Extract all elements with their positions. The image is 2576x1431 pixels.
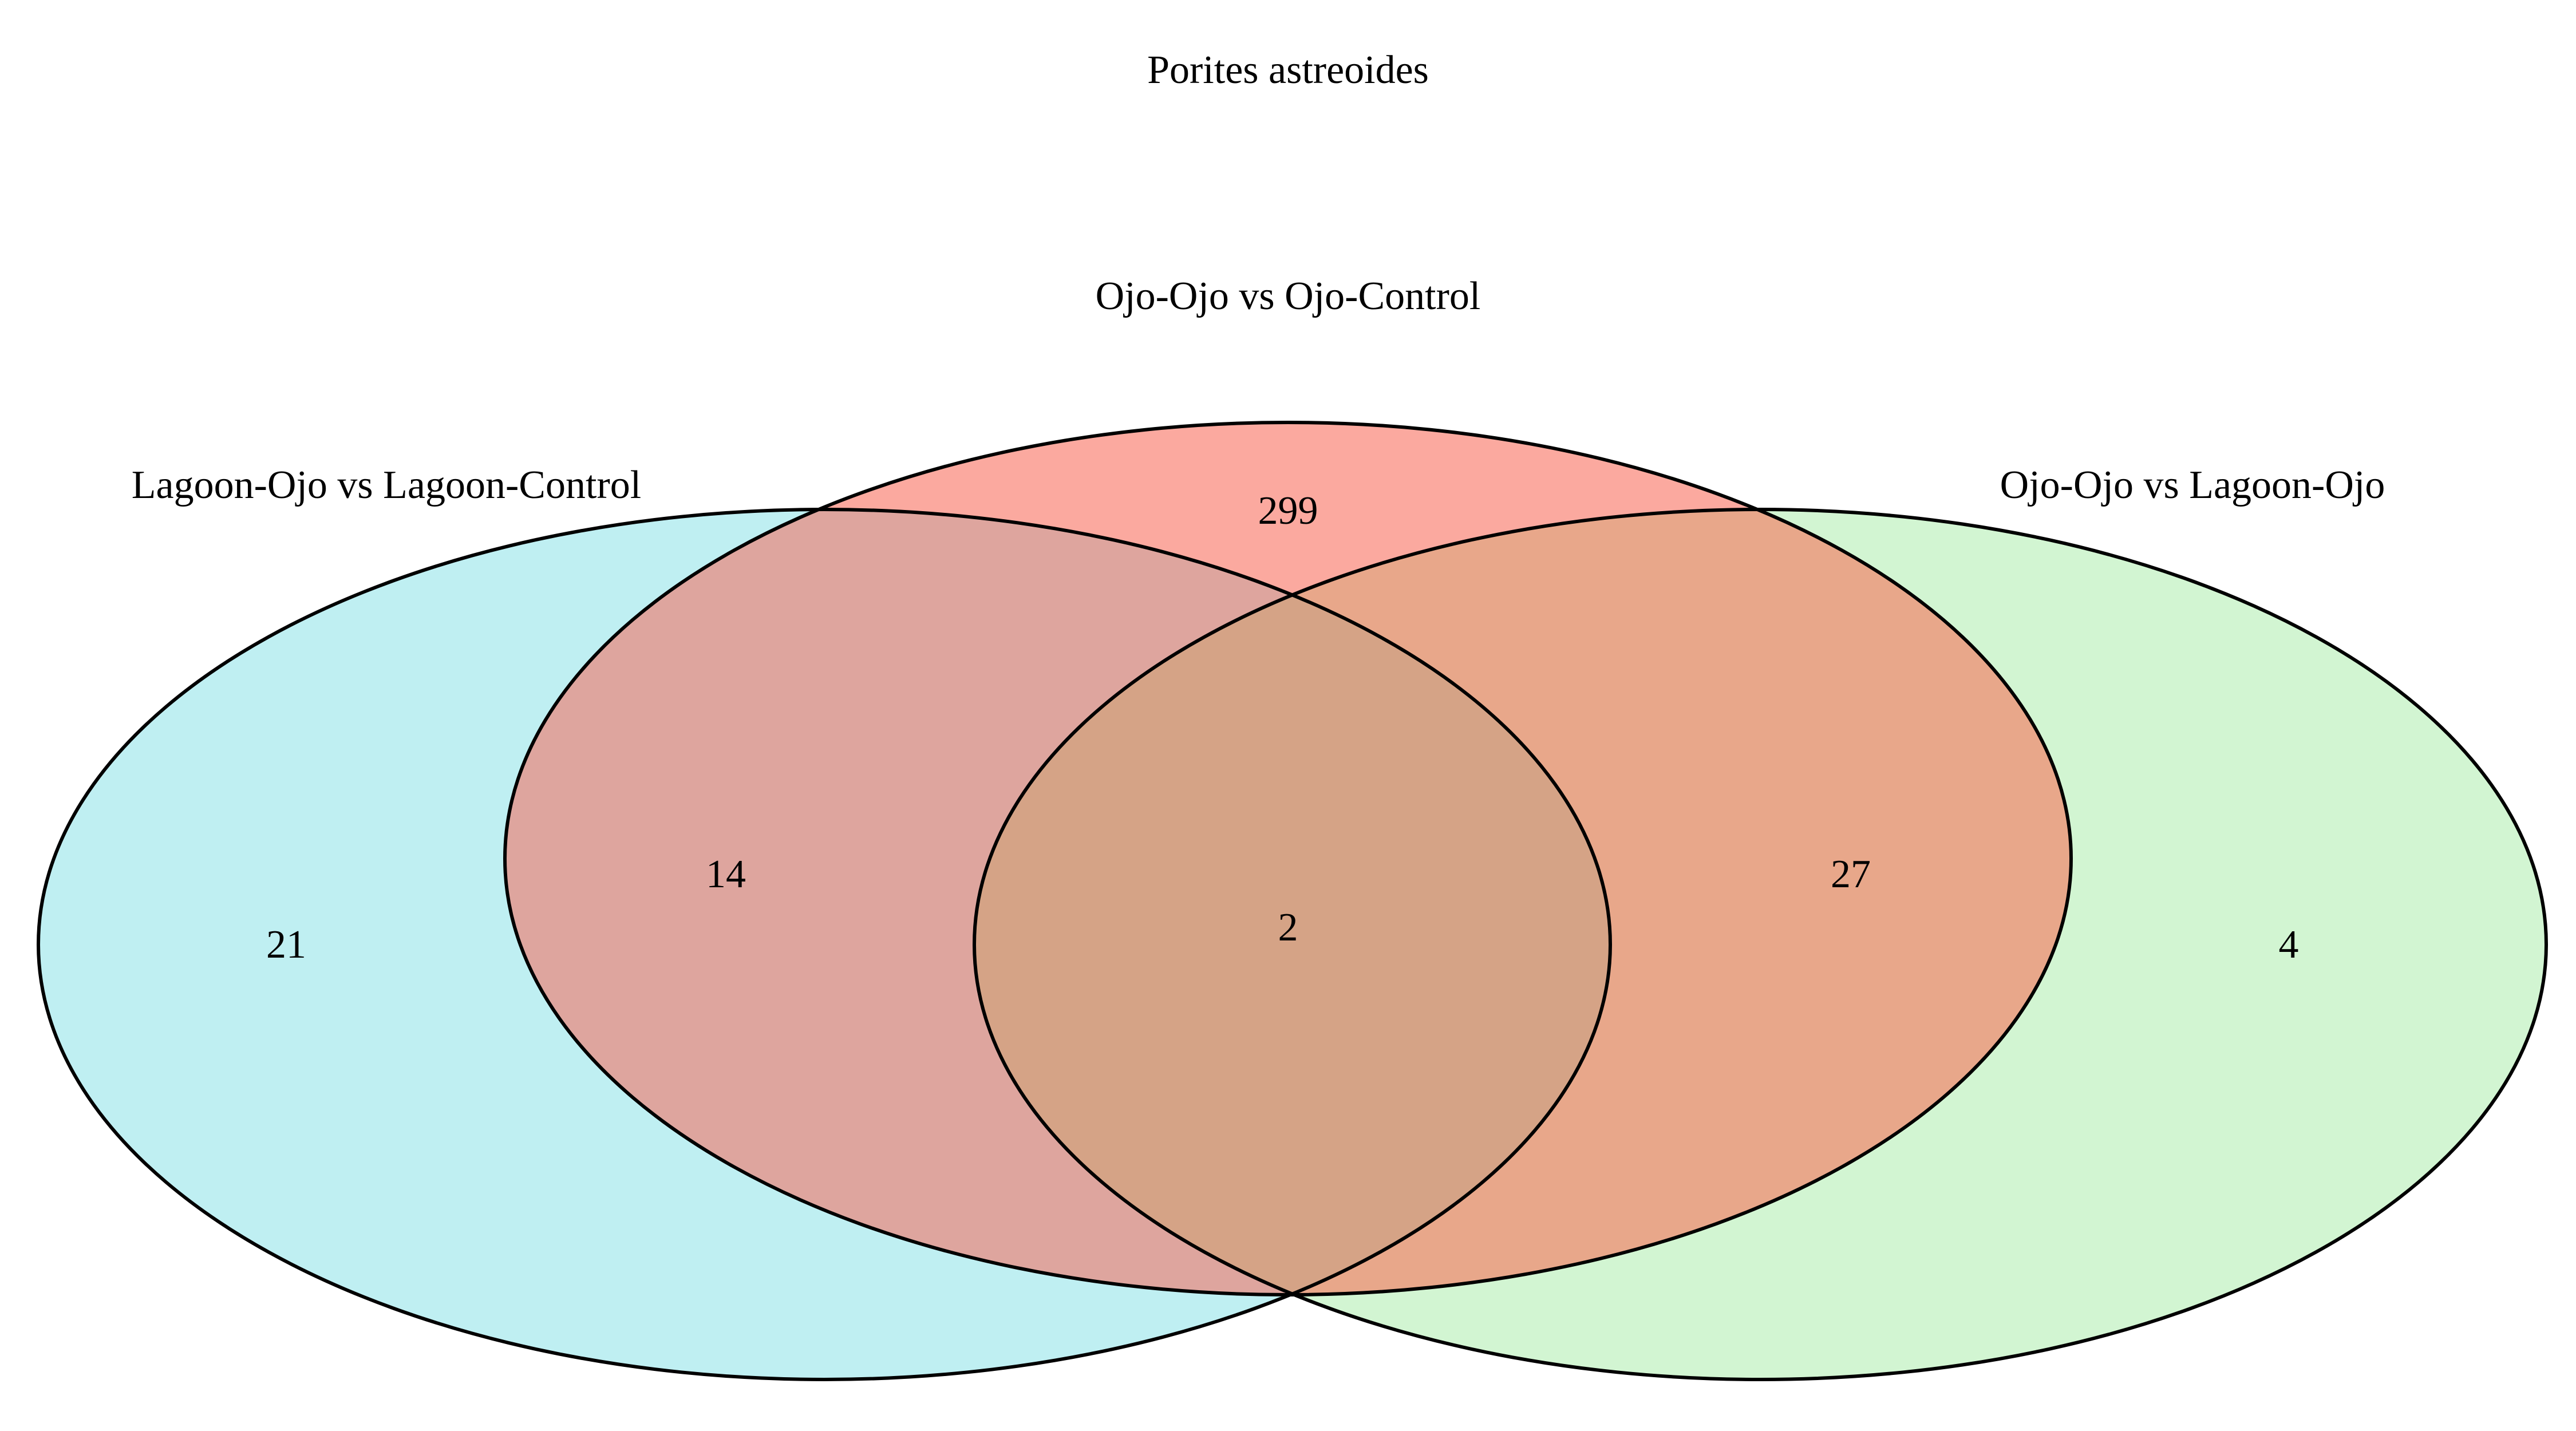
overlap-fill-all-three: [974, 509, 1610, 1295]
count-all-three: 2: [1278, 906, 1298, 950]
count-ojo-control-and-lagoon-ojo: 27: [1831, 852, 1871, 896]
set-outline-lagoon-ojo: [973, 508, 2548, 1381]
count-ojo-control-only: 299: [1258, 489, 1318, 533]
set-label-ojo-control: Ojo-Ojo vs Ojo-Control: [1096, 274, 1481, 318]
count-lagoon-only: 21: [266, 923, 306, 967]
set-label-lagoon: Lagoon-Ojo vs Lagoon-Control: [132, 463, 641, 507]
set-label-lagoon-ojo: Ojo-Ojo vs Lagoon-Ojo: [2000, 463, 2385, 507]
diagram-title: Porites astreoides: [1147, 48, 1429, 92]
count-lagoon-and-ojo-control: 14: [706, 852, 746, 896]
count-lagoon-ojo-only: 4: [2279, 923, 2299, 967]
set-outline-lagoon: [37, 508, 1612, 1381]
set-outline-ojo-control: [503, 421, 2073, 1296]
